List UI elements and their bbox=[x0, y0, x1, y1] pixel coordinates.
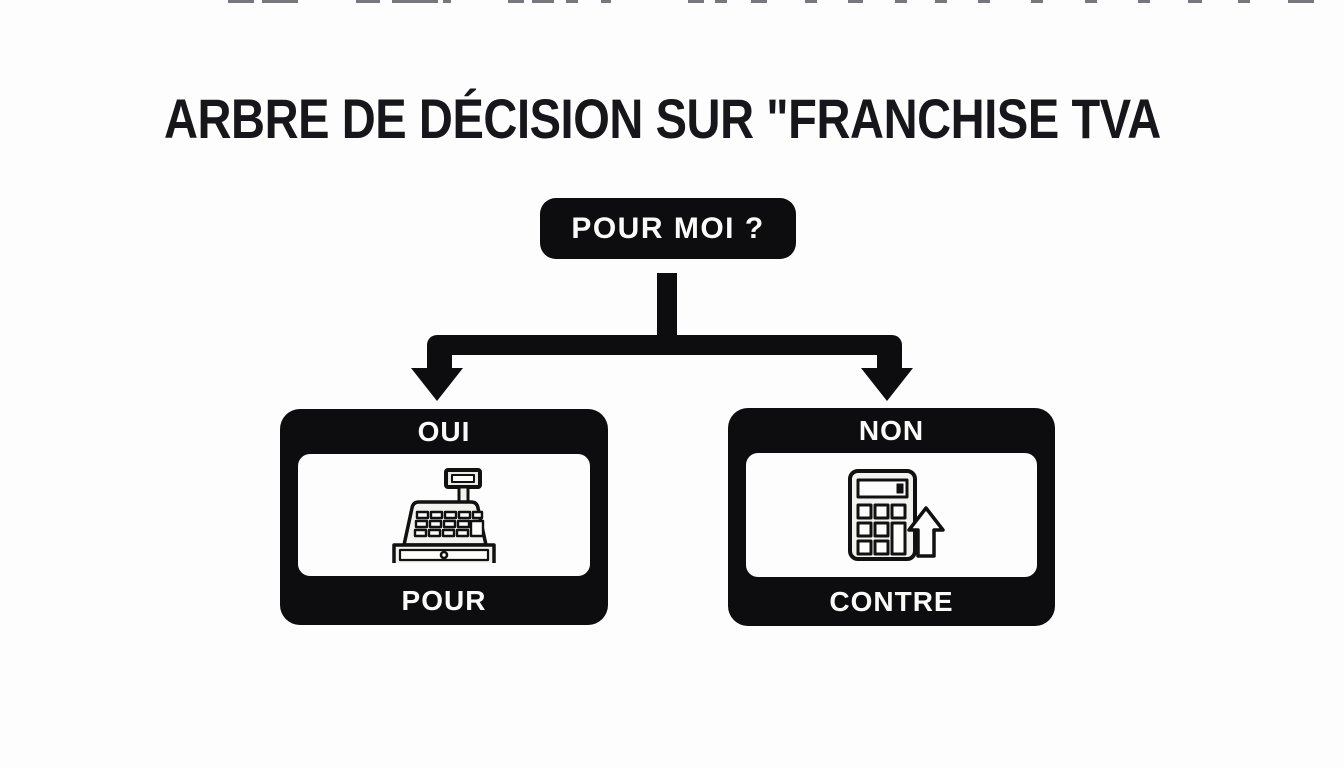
branch-verdict-label: CONTRE bbox=[829, 585, 954, 617]
root-node-label: POUR MOI ? bbox=[571, 211, 765, 245]
cash-register-icon bbox=[392, 468, 496, 563]
cropped-text-artifact bbox=[0, 0, 1344, 4]
branch-icon-panel bbox=[746, 453, 1037, 577]
branch-card-oui: OUI bbox=[280, 409, 608, 625]
branch-icon-panel bbox=[298, 454, 590, 576]
branch-answer-label: OUI bbox=[417, 415, 471, 447]
root-node: POUR MOI ? bbox=[540, 198, 796, 259]
branch-answer-label: NON bbox=[858, 414, 925, 446]
branch-verdict-label: POUR bbox=[401, 584, 487, 616]
branch-card-non: NON bbox=[728, 408, 1055, 626]
page-title: ARBRE DE DÉCISION SUR "FRANCHISE TVA bbox=[163, 87, 1161, 150]
calculator-up-arrow-icon bbox=[847, 469, 945, 561]
